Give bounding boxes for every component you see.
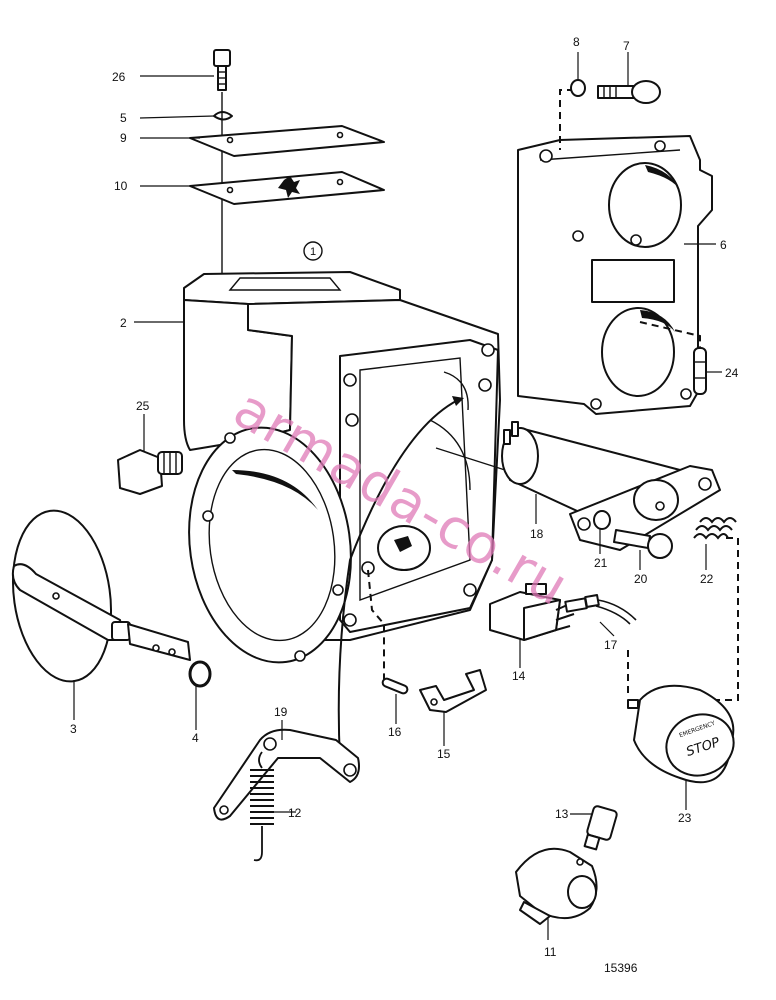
screw-26 [213, 49, 231, 91]
label-17: 17 [604, 638, 618, 652]
label-23: 23 [678, 811, 692, 825]
washer-21 [593, 510, 611, 530]
leader-lines [73, 52, 722, 940]
cover-plate-9 [189, 125, 385, 157]
lever-19 [213, 728, 360, 821]
label-8: 8 [573, 35, 580, 49]
bolt-7 [597, 80, 661, 104]
label-25: 25 [136, 399, 150, 413]
label-2: 2 [120, 316, 127, 330]
label-7: 7 [623, 39, 630, 53]
bolt-20 [613, 529, 673, 559]
clamp-11 [515, 847, 598, 925]
pin-16 [381, 677, 409, 695]
plug-25 [117, 449, 183, 495]
label-20: 20 [634, 572, 648, 586]
screw-13 [583, 805, 618, 851]
governor-housing-2 [183, 271, 501, 664]
label-16: 16 [388, 725, 402, 739]
circled-ref-marker [303, 241, 323, 261]
label-5: 5 [120, 111, 127, 125]
pin-24 [693, 347, 707, 395]
label-3: 3 [70, 722, 77, 736]
label-9: 9 [120, 131, 127, 145]
label-22: 22 [700, 572, 714, 586]
connector-17 [564, 594, 637, 625]
spring-22 [693, 517, 737, 540]
stop-solenoid-23: STOP EMERGENCY [627, 684, 735, 784]
label-10: 10 [114, 179, 128, 193]
ring-4 [188, 660, 212, 688]
label-19: 19 [274, 705, 288, 719]
washer-8 [570, 79, 586, 97]
gasket-10 [189, 171, 385, 205]
label-12: 12 [288, 806, 302, 820]
label-15: 15 [437, 747, 451, 761]
label-18: 18 [530, 527, 544, 541]
part-labels: 26 5 9 10 8 7 6 2 25 24 18 21 20 22 3 4 … [70, 35, 739, 975]
solenoid-18 [501, 421, 721, 551]
cover-6 [517, 135, 713, 415]
label-6: 6 [720, 238, 727, 252]
micro-switch-14 [489, 583, 575, 641]
lever-disk-3 [11, 509, 191, 683]
label-24: 24 [725, 366, 739, 380]
circled-ref-text: 1 [310, 246, 316, 258]
label-21: 21 [594, 556, 608, 570]
label-26: 26 [112, 70, 126, 84]
washer-5 [213, 111, 233, 121]
label-4: 4 [192, 731, 199, 745]
label-13: 13 [555, 807, 569, 821]
label-11: 11 [544, 945, 557, 959]
bracket-15 [419, 669, 487, 713]
spring-12 [250, 751, 274, 862]
drawing-number: 15396 [604, 961, 638, 975]
label-14: 14 [512, 669, 526, 683]
